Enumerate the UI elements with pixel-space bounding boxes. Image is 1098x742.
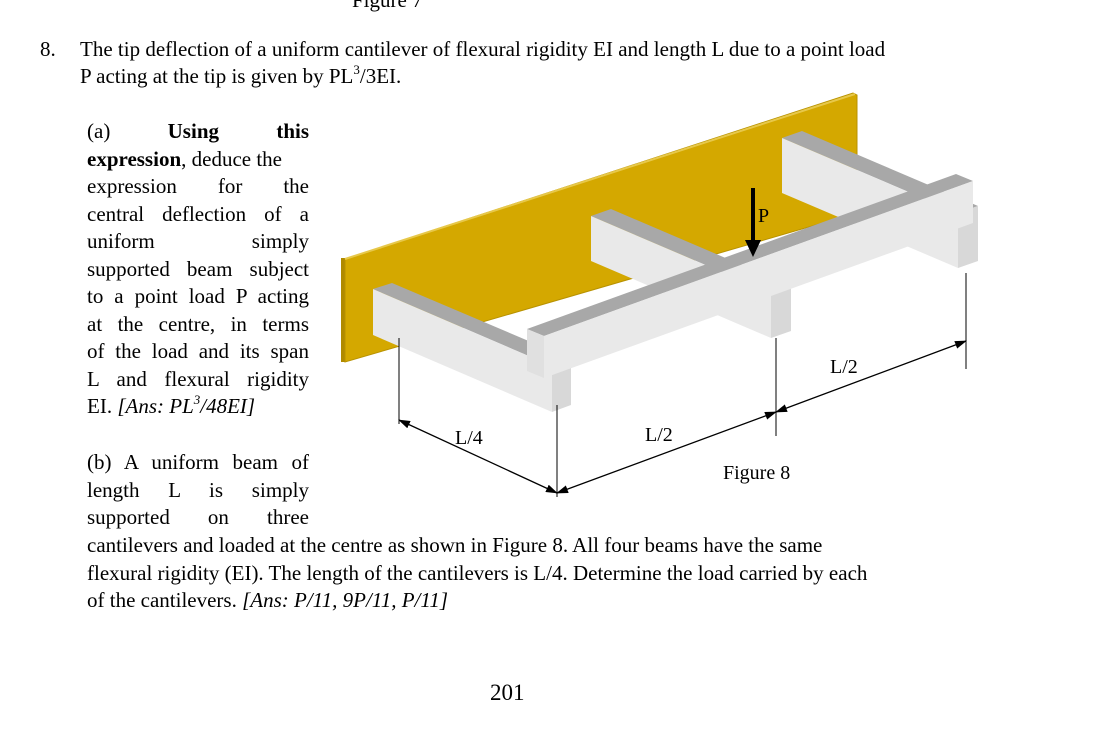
- dimension-line-l4: [398, 419, 558, 494]
- figure-caption: Figure 8: [723, 462, 790, 484]
- question-text-line-1: The tip deflection of a uniform cantilev…: [80, 37, 886, 61]
- previous-figure-caption-cutoff: Figure 7: [352, 0, 423, 12]
- dimension-line-l2-left: [556, 411, 777, 494]
- part-b-line-5: flexural rigidity (EI). The length of th…: [87, 561, 868, 585]
- cantilever-left: [373, 283, 571, 412]
- question-text-line-2: P acting at the tip is given by PL3/3EI.: [80, 62, 402, 88]
- main-beam: [527, 174, 973, 378]
- part-b-answer: [Ans: P/11, 9P/11, P/11]: [242, 588, 449, 612]
- part-b-line-6: of the cantilevers. [Ans: P/11, 9P/11, P…: [87, 588, 449, 612]
- part-a-text: (a) Using this expression, deduce the ex…: [87, 118, 309, 421]
- part-b-column-text: (b) A uniform beam of length L is simply…: [87, 450, 309, 529]
- point-load-arrow: [745, 188, 761, 257]
- dimension-line-l2-right: [775, 340, 967, 413]
- part-b-line-4: cantilevers and loaded at the centre as …: [87, 533, 823, 557]
- question-number: 8.: [40, 37, 56, 61]
- load-label: P: [758, 205, 769, 227]
- part-a-label: (a): [87, 119, 111, 143]
- dimension-label-l2-left: L/2: [645, 424, 673, 446]
- dimension-label-l2-right: L/2: [830, 356, 858, 378]
- part-a-answer: EI. [Ans: PL3/48EI]: [87, 392, 256, 418]
- page-number: 201: [490, 680, 525, 705]
- dimension-label-l4: L/4: [455, 427, 483, 449]
